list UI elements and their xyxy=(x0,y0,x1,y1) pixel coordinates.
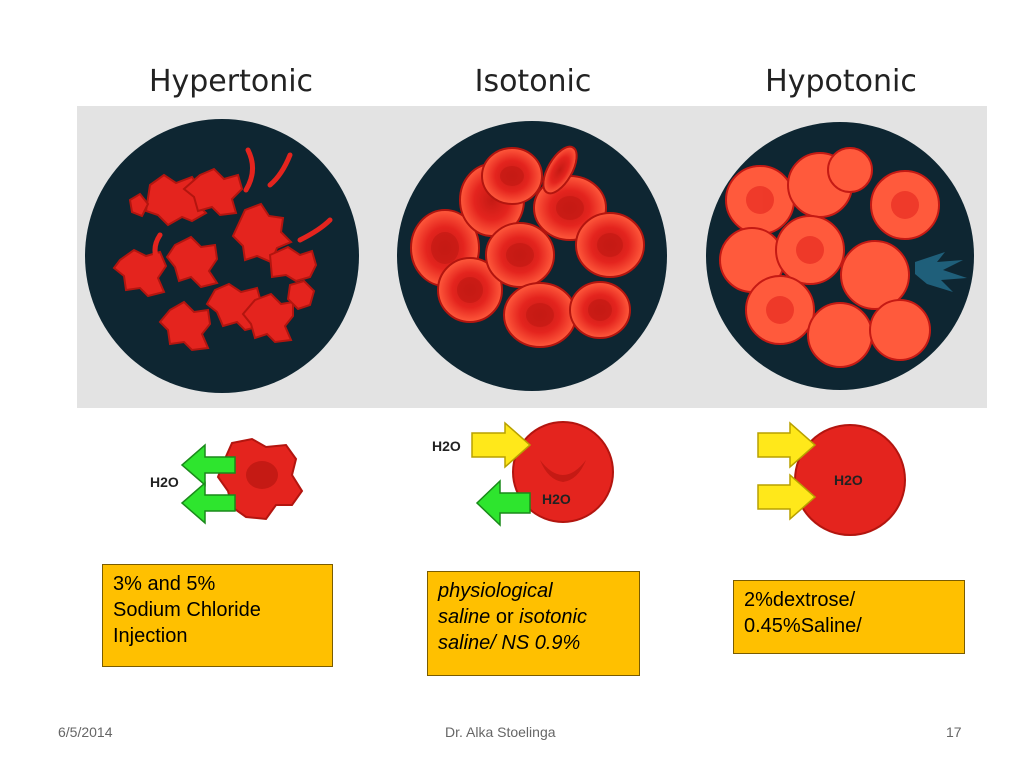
isotonic-line-3: saline/ NS 0.9% xyxy=(438,632,581,654)
dish-illustrations xyxy=(85,119,974,393)
isotonic-line-2: saline or isotonic xyxy=(438,604,629,630)
isotonic-line-1: physiological xyxy=(438,580,553,602)
hypotonic-cell: H2O xyxy=(757,421,906,536)
footer-author: Dr. Alka Stoelinga xyxy=(445,724,556,740)
hypertonic-solution-box: 3% and 5% Sodium Chloride Injection xyxy=(102,564,333,667)
isotonic-line-2-c: isotonic xyxy=(519,606,587,628)
footer-page-number: 17 xyxy=(946,724,962,740)
hypotonic-water-label: H2O xyxy=(834,472,863,488)
hypertonic-line-2: Sodium Chloride xyxy=(113,599,261,621)
title-hypotonic: Hypotonic xyxy=(765,64,917,99)
isotonic-solution-box: physiological saline or isotonic saline/… xyxy=(427,571,640,676)
isotonic-water-in-label: H2O xyxy=(432,438,461,454)
osmosis-cells: H2O H2O H2O H2O xyxy=(150,421,906,536)
isotonic-cell: H2O H2O xyxy=(432,421,614,527)
footer-date: 6/5/2014 xyxy=(58,724,113,740)
hypertonic-line-3: Injection xyxy=(113,625,188,647)
title-hypertonic: Hypertonic xyxy=(148,64,314,99)
hypertonic-water-label: H2O xyxy=(150,474,179,490)
hypertonic-cell: H2O xyxy=(150,437,304,525)
isotonic-line-2-a: saline xyxy=(438,606,491,628)
hypotonic-dish xyxy=(706,122,974,390)
isotonic-water-out-label: H2O xyxy=(542,491,571,507)
isotonic-line-2-b: or xyxy=(490,606,520,628)
hypotonic-line-1: 2%dextrose/ xyxy=(744,589,856,611)
title-isotonic: Isotonic xyxy=(474,64,592,99)
hypertonic-line-1: 3% and 5% xyxy=(113,573,216,595)
hypertonic-dish xyxy=(85,119,359,393)
hypotonic-solution-box: 2%dextrose/ 0.45%Saline/ xyxy=(733,580,965,654)
hypotonic-line-2: 0.45%Saline/ xyxy=(744,615,862,637)
isotonic-dish xyxy=(397,121,667,391)
